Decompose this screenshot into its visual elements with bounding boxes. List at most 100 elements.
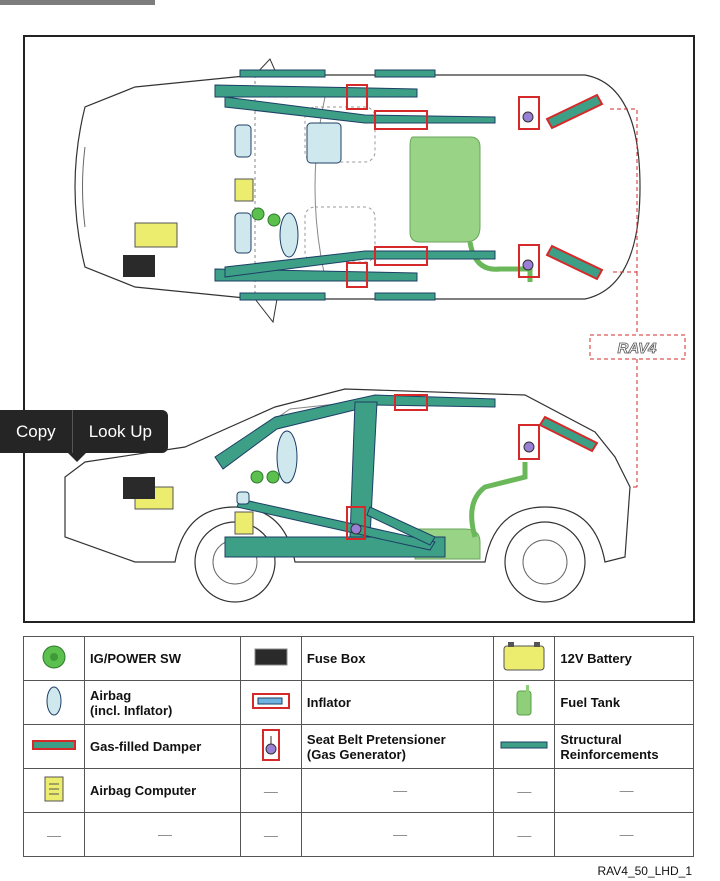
- side-reinforcement-beam: [236, 498, 436, 551]
- fuse-box-icon: [254, 648, 288, 666]
- battery-icon: [503, 642, 545, 671]
- legend-label: Fuse Box: [300, 636, 495, 681]
- fuel-tank-icon: [516, 685, 532, 716]
- rav4-badge-text: RAV4: [618, 340, 658, 357]
- top-battery: [134, 222, 178, 248]
- top-ig-sw-1: [251, 207, 265, 221]
- legend-row: IG/POWER SW Fuse Box 12V Battery: [23, 636, 694, 681]
- damper-icon: [32, 740, 76, 750]
- legend-icon-cell: [239, 636, 302, 681]
- side-pretensioner-1: [346, 506, 366, 540]
- context-popup: Copy Look Up: [0, 410, 169, 462]
- legend-row: — — — — — —: [23, 812, 694, 857]
- top-reinforcement-3: [374, 69, 436, 78]
- top-pretensioner-1: [518, 96, 540, 130]
- legend-icon-cell: [23, 680, 85, 725]
- legend-empty-label: —: [84, 812, 241, 857]
- top-pretensioner-2: [518, 244, 540, 278]
- legend-label: Airbag(incl. Inflator): [84, 680, 241, 725]
- document-code: RAV4_50_LHD_1: [597, 864, 692, 878]
- side-airbag: [276, 430, 298, 484]
- top-inflator-4: [374, 246, 428, 266]
- popup-pointer: [68, 453, 86, 462]
- side-rear-hub: [522, 539, 568, 585]
- top-pretensioner-2-icon: [522, 259, 534, 271]
- legend-row: Airbag(incl. Inflator) Inflator Fuel Tan…: [23, 680, 694, 725]
- legend-icon-cell: [239, 680, 302, 725]
- top-seat-front-right: [304, 206, 376, 263]
- legend-label: IG/POWER SW: [84, 636, 241, 681]
- popup-separator: [71, 410, 73, 453]
- legend-label: Fuel Tank: [554, 680, 694, 725]
- top-inflator-1: [346, 84, 368, 110]
- airbag-computer-icon: [44, 776, 64, 802]
- legend-icon-cell: [23, 768, 85, 813]
- top-fuel-tank: [409, 136, 481, 243]
- top-damper-1: [545, 93, 604, 130]
- top-inflator-3: [346, 262, 368, 288]
- top-rear-dashed-box: [610, 108, 638, 273]
- top-reinforcement-6: [239, 292, 326, 301]
- legend-empty-icon: —: [23, 812, 85, 857]
- top-reinforcement-7: [374, 292, 436, 301]
- top-fuel-line: [467, 241, 533, 282]
- top-damper-2: [545, 244, 604, 281]
- top-airbag-4: [279, 212, 299, 258]
- side-body-outline: [64, 388, 631, 563]
- top-front-bumper-line: [82, 146, 86, 228]
- legend-icon-cell: [239, 724, 302, 769]
- legend-icon-cell: [23, 724, 85, 769]
- top-ig-sw-2: [267, 213, 281, 227]
- side-ig-sw-1: [250, 470, 264, 484]
- side-damper: [538, 415, 599, 453]
- legend-empty-icon: —: [493, 768, 556, 813]
- vehicle-diagram: RAV4: [23, 35, 695, 623]
- top-airbag-3: [306, 122, 342, 164]
- top-fuse-box: [123, 255, 155, 277]
- legend-icon-cell: [23, 636, 85, 681]
- side-pretensioner-2-icon: [523, 441, 535, 453]
- legend-label: Seat Belt Pretensioner(Gas Generator): [300, 724, 495, 769]
- side-airbag-small: [236, 491, 250, 505]
- legend-label: Inflator: [300, 680, 495, 725]
- legend-table: IG/POWER SW Fuse Box 12V Battery Airbag(…: [23, 636, 694, 857]
- side-fuel-line: [469, 462, 528, 538]
- legend-icon-cell: [493, 680, 556, 725]
- legend-empty-label: —: [300, 768, 495, 813]
- top-progress-bar: [0, 0, 155, 5]
- side-pretensioner-1-icon: [350, 523, 362, 535]
- legend-empty-label: —: [300, 812, 495, 857]
- legend-icon-cell: [493, 636, 556, 681]
- legend-row: Airbag Computer — — — —: [23, 768, 694, 813]
- top-view-car: [74, 58, 641, 488]
- side-ig-sw-2: [266, 470, 280, 484]
- side-reinforcement-brace: [366, 506, 436, 546]
- pretensioner-icon: [261, 729, 280, 761]
- legend-empty-icon: —: [239, 812, 302, 857]
- top-airbag-computer: [234, 178, 254, 202]
- side-airbag-computer: [234, 511, 254, 535]
- side-view-car: [64, 388, 631, 603]
- ig-power-sw-icon: [42, 645, 66, 669]
- copy-button[interactable]: Copy: [16, 421, 56, 441]
- reinforcement-icon: [500, 741, 548, 749]
- top-seat-front-left: [304, 106, 376, 163]
- legend-empty-icon: —: [493, 812, 556, 857]
- look-up-button[interactable]: Look Up: [88, 421, 153, 441]
- legend-empty-label: —: [554, 768, 694, 813]
- legend-label: Gas-filled Damper: [84, 724, 241, 769]
- legend-empty-icon: —: [239, 768, 302, 813]
- legend-empty-label: —: [554, 812, 694, 857]
- legend-icon-cell: [493, 724, 556, 769]
- top-airbag-2: [234, 212, 252, 254]
- vehicle-diagram-svg: RAV4: [64, 58, 686, 603]
- top-body-outline: [74, 74, 641, 300]
- top-mirror-right: [253, 298, 278, 324]
- side-pretensioner-2: [518, 424, 540, 460]
- inflator-icon: [251, 693, 290, 709]
- legend-row: Gas-filled Damper Seat Belt Pretensioner…: [23, 724, 694, 769]
- legend-label: 12V Battery: [554, 636, 694, 681]
- top-inflator-2: [374, 110, 428, 130]
- legend-label: Airbag Computer: [84, 768, 241, 813]
